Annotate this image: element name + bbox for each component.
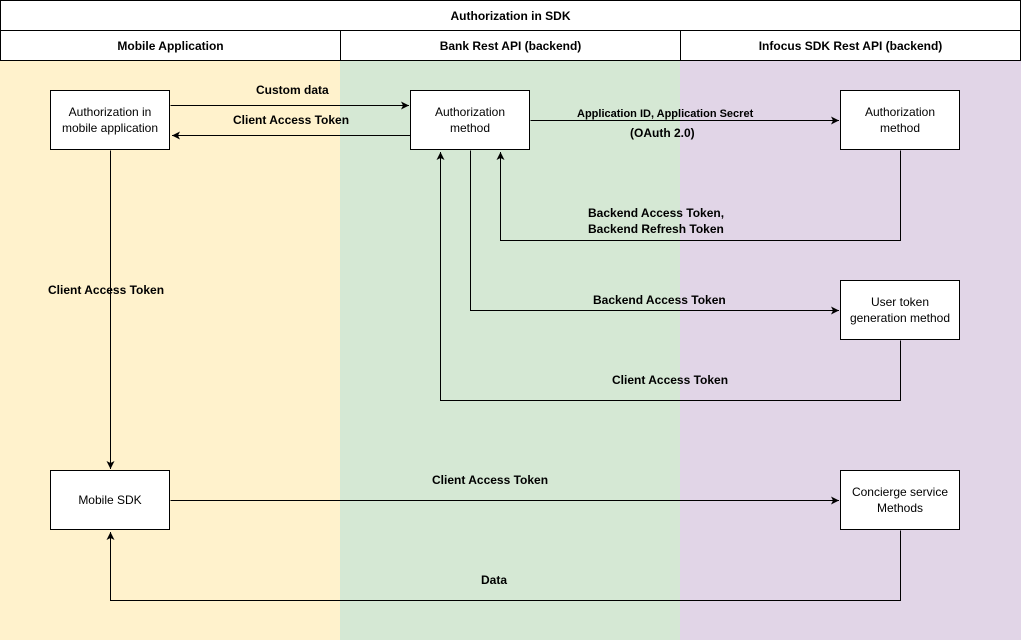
label-data: Data <box>481 573 508 587</box>
node-mobile-authorization: Authorization in mobile application <box>50 90 170 150</box>
lane-header-bank-rest-api: Bank Rest API (backend) <box>340 30 681 61</box>
diagram-title: Authorization in SDK <box>0 0 1021 31</box>
node-mobile-sdk: Mobile SDK <box>50 470 170 530</box>
node-bank-authorization-method: Authorization method <box>410 90 530 150</box>
label-app-credentials: Application ID, Application Secret <box>577 108 754 120</box>
label-custom-data: Custom data <box>256 83 329 97</box>
label-oauth: (OAuth 2.0) <box>630 126 695 140</box>
lane-header-infocus-sdk-api: Infocus SDK Rest API (backend) <box>680 30 1021 61</box>
node-concierge-service: Concierge service Methods <box>840 470 960 530</box>
label-client-token-down: Client Access Token <box>48 283 165 297</box>
label-client-token-concierge: Client Access Token <box>432 473 549 487</box>
label-backend-tokens: Backend Access Token, Backend Refresh To… <box>588 206 725 236</box>
label-client-token-to-mobile: Client Access Token <box>233 113 350 127</box>
label-backend-access-token: Backend Access Token <box>593 293 726 307</box>
lane-header-mobile-application: Mobile Application <box>0 30 341 61</box>
node-user-token-generation: User token generation method <box>840 280 960 340</box>
label-client-token-return: Client Access Token <box>612 373 729 387</box>
node-sdk-authorization-method: Authorization method <box>840 90 960 150</box>
